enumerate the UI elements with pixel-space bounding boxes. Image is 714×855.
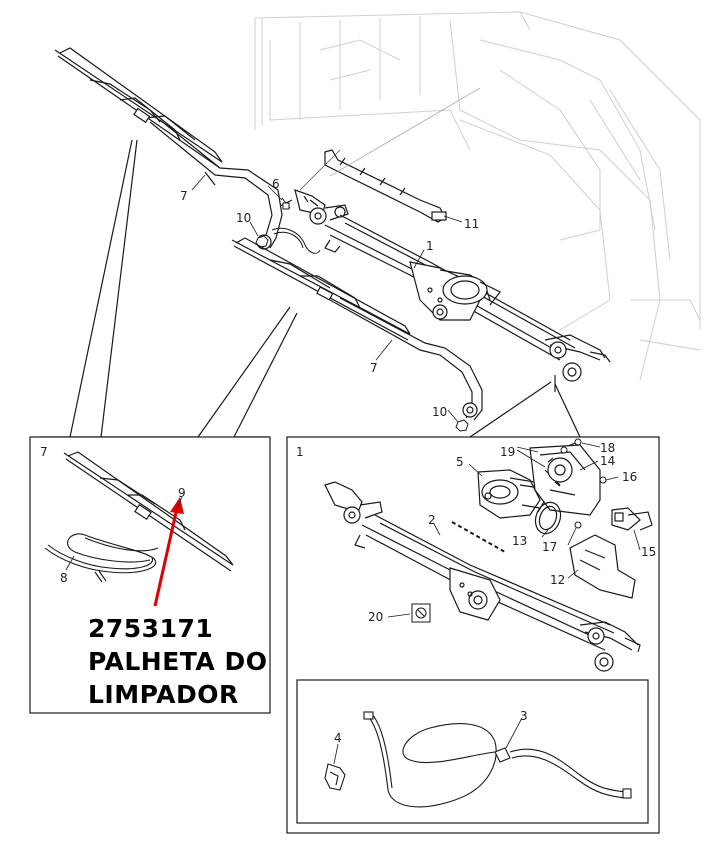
part-number: 2753171 bbox=[88, 614, 214, 643]
callout-17: 17 bbox=[542, 540, 557, 554]
ring-13 bbox=[534, 501, 562, 535]
callout-16: 16 bbox=[622, 470, 637, 484]
callout-6: 6 bbox=[272, 177, 280, 191]
cab-background-outline bbox=[254, 11, 701, 381]
callout-13: 13 bbox=[512, 534, 527, 548]
lower-wiper-blade bbox=[231, 237, 411, 341]
callout-14: 14 bbox=[600, 454, 615, 468]
callout-11: 11 bbox=[464, 217, 479, 231]
callout-12: 12 bbox=[550, 573, 565, 587]
upper-wiper-arm bbox=[149, 119, 283, 250]
callout-2: 2 bbox=[428, 513, 436, 527]
left-detail-panel bbox=[29, 436, 271, 714]
callout-8: 8 bbox=[60, 571, 68, 585]
callout-15: 15 bbox=[641, 545, 656, 559]
callout-19: 19 bbox=[500, 445, 515, 459]
bolt-6 bbox=[279, 197, 293, 210]
panel-hose-8 bbox=[44, 533, 159, 583]
upper-wiper-blade bbox=[54, 47, 223, 169]
small-screws bbox=[560, 438, 607, 529]
callout-4: 4 bbox=[334, 731, 342, 745]
nut-10-upper bbox=[255, 235, 269, 248]
callout-7-upper: 7 bbox=[180, 189, 188, 203]
motor-bracket-14 bbox=[529, 444, 601, 516]
part-number-callout: 2753171 PALHETA DO LIMPADOR bbox=[88, 612, 267, 711]
connector-15 bbox=[611, 507, 653, 531]
inner-hose-panel bbox=[296, 679, 649, 824]
callout-20: 20 bbox=[368, 610, 383, 624]
panel-linkage-2 bbox=[324, 481, 641, 672]
callout-18: 18 bbox=[600, 441, 615, 455]
dashed-guide bbox=[451, 521, 506, 553]
callout-7-lower: 7 bbox=[370, 361, 378, 375]
callout-10-lower: 10 bbox=[432, 405, 447, 419]
washer-hose-3 bbox=[363, 711, 632, 808]
callout-3: 3 bbox=[520, 709, 528, 723]
callout-panel-left: 7 bbox=[40, 445, 48, 459]
fastener-20 bbox=[411, 603, 431, 623]
leader-lines bbox=[65, 174, 641, 765]
part-name-line2: LIMPADOR bbox=[88, 680, 239, 709]
callout-10-upper: 10 bbox=[236, 211, 251, 225]
wiper-motor-5 bbox=[477, 469, 546, 519]
washer-hose-upper bbox=[271, 227, 321, 254]
linkage-assembly-upper bbox=[294, 189, 611, 382]
bracket-11 bbox=[299, 149, 447, 223]
cover-12 bbox=[569, 534, 636, 599]
callout-numbers: 7 6 10 11 1 7 10 7 9 8 1 19 18 5 14 16 2… bbox=[40, 177, 656, 745]
callout-9: 9 bbox=[178, 486, 186, 500]
panel-blade bbox=[63, 451, 234, 572]
lower-wiper-arm bbox=[329, 297, 483, 421]
callout-panel-right: 1 bbox=[296, 445, 304, 459]
nut-10-lower bbox=[455, 419, 469, 432]
part-name-line1: PALHETA DO bbox=[88, 647, 268, 676]
callout-1-main: 1 bbox=[426, 239, 434, 253]
callout-5: 5 bbox=[456, 455, 464, 469]
clip-4 bbox=[324, 763, 346, 791]
